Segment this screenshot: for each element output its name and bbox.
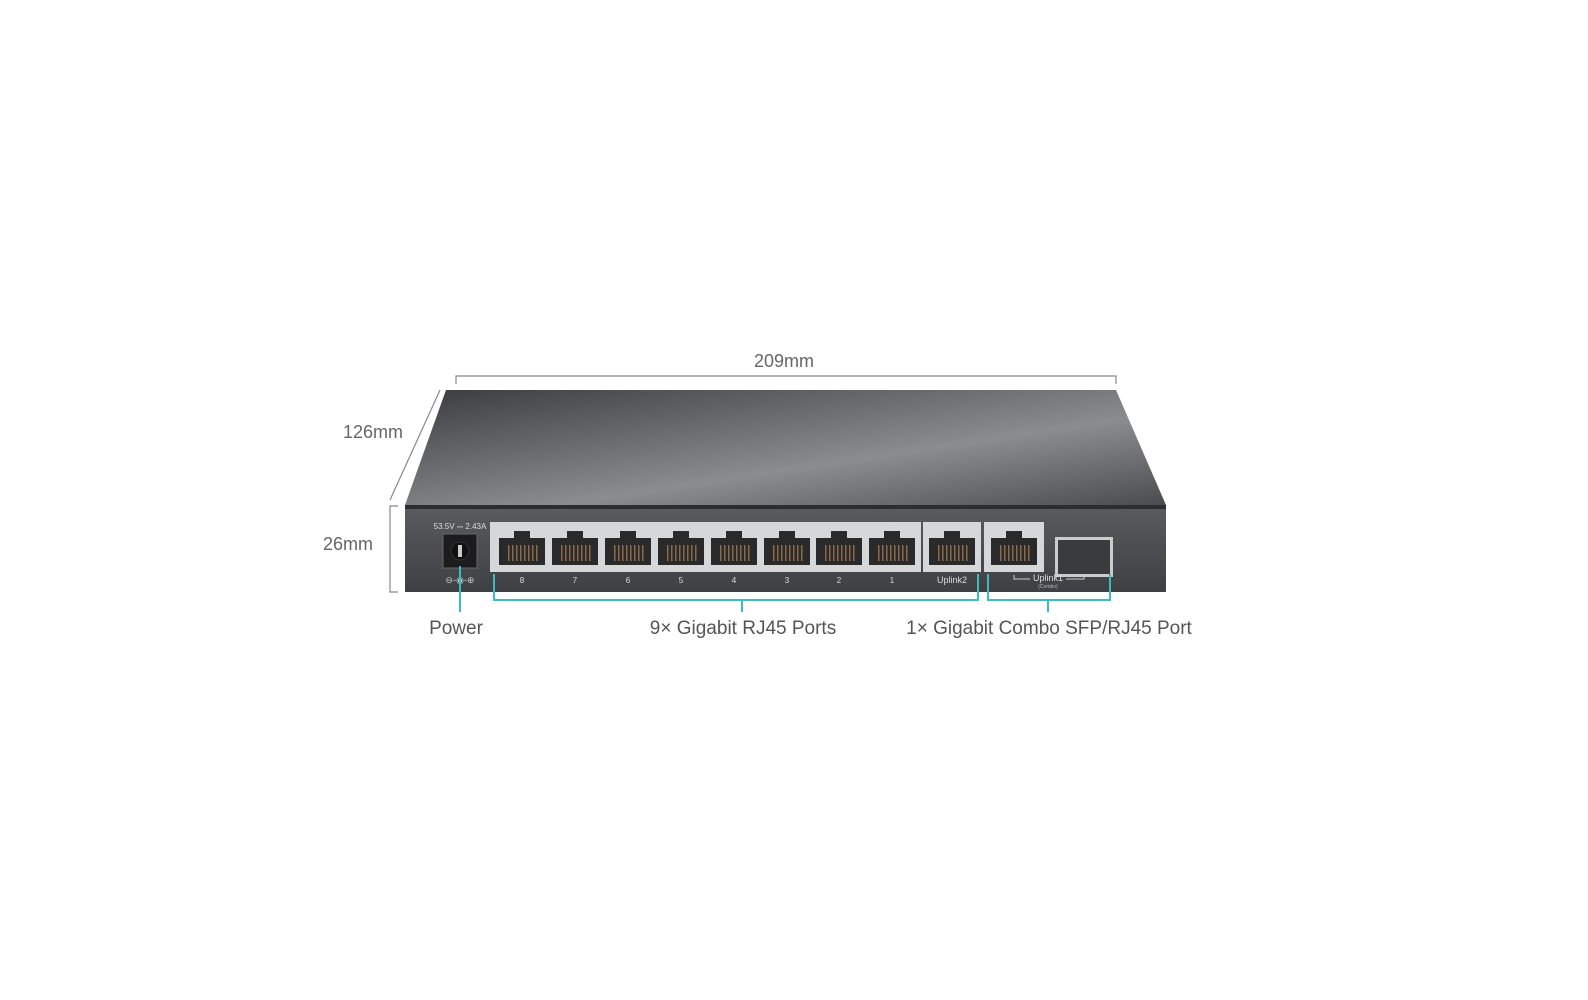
- depth-dimension-line: [389, 389, 441, 501]
- rj45-port: [605, 531, 651, 565]
- rj45-port: [869, 531, 915, 565]
- combo-callout-label: 1× Gigabit Combo SFP/RJ45 Port: [906, 618, 1192, 639]
- width-dimension-label: 209mm: [753, 351, 815, 371]
- uplink1-label: Uplink1: [1033, 573, 1063, 583]
- rj45-port: [991, 531, 1037, 565]
- width-dimension-line: [455, 375, 1117, 384]
- rj45-port: [499, 531, 545, 565]
- height-dimension-line: [389, 505, 398, 593]
- port-number-label: 6: [626, 576, 631, 585]
- port-number-label: 5: [679, 576, 684, 585]
- sfp-port: [1055, 537, 1113, 577]
- rj45-port: [816, 531, 862, 565]
- rj45-port: [658, 531, 704, 565]
- port-number-label: 8: [520, 576, 525, 585]
- port-number-label: 2: [837, 576, 842, 585]
- power-callout-label: Power: [429, 618, 483, 639]
- rj45-callout-label: 9× Gigabit RJ45 Ports: [649, 618, 837, 639]
- rj45-port: [764, 531, 810, 565]
- combo-bracket-mark: [1013, 575, 1085, 580]
- rj45-port: [711, 531, 757, 565]
- rj45-port: [929, 531, 975, 565]
- rj45-callout-bracket: [493, 574, 979, 612]
- height-dimension-label: 26mm: [322, 534, 374, 554]
- combo-sublabel: (Combo): [1038, 584, 1058, 590]
- port-number-label: Uplink2: [937, 575, 967, 585]
- rj45-port: [552, 531, 598, 565]
- depth-dimension-label: 126mm: [342, 422, 404, 442]
- power-rating-label: 53.5V ⎓ 2.43A: [434, 522, 487, 531]
- port-number-label: 3: [785, 576, 790, 585]
- port-number-label: 4: [732, 576, 737, 585]
- port-number-label: 1: [890, 576, 895, 585]
- combo-callout-bracket: [987, 574, 1111, 612]
- power-jack: [442, 533, 478, 569]
- port-number-label: 7: [573, 576, 578, 585]
- switch-top-face: [405, 390, 1166, 505]
